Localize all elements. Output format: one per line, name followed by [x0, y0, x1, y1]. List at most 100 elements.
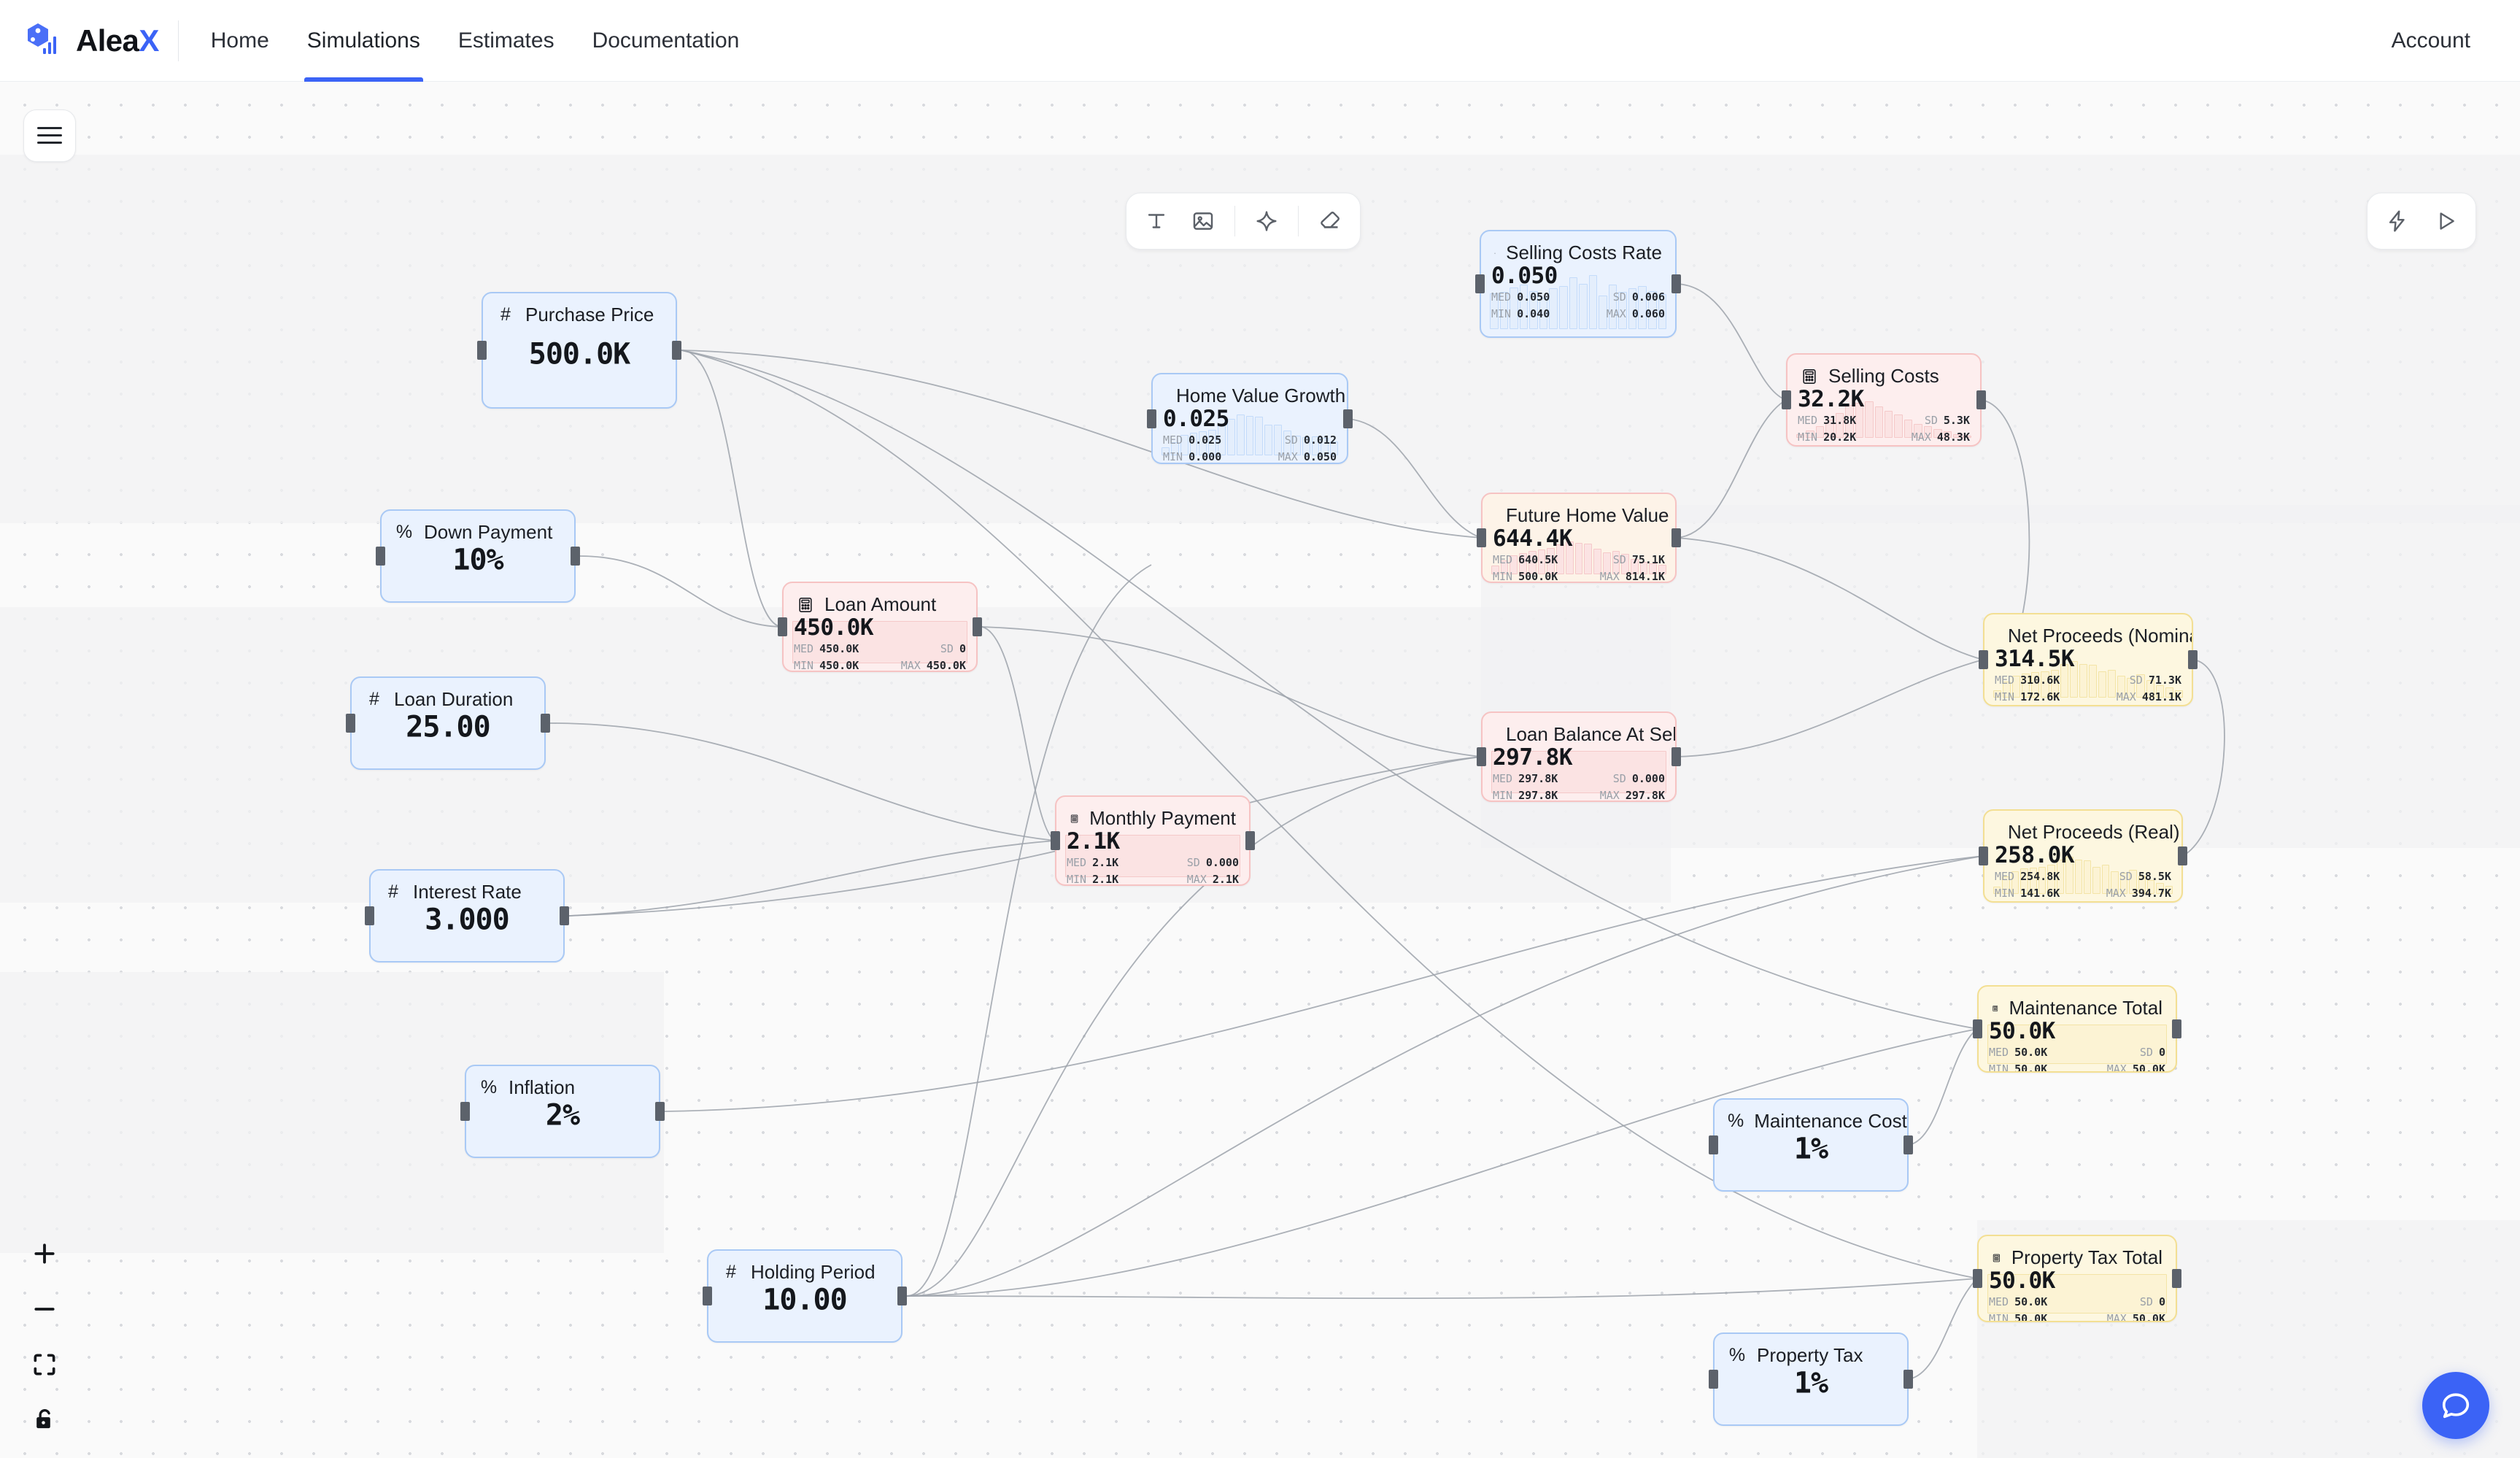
node-input-port[interactable]: [1979, 650, 1988, 669]
stat-sd-value: 0: [2158, 1045, 2165, 1059]
node-input-port[interactable]: [1973, 1019, 1982, 1038]
histogram-bar: [2002, 876, 2010, 894]
node-input-port[interactable]: [1477, 528, 1486, 547]
nav-item-documentation[interactable]: Documentation: [592, 28, 740, 53]
node-output-port[interactable]: [897, 1287, 907, 1305]
node-output-port[interactable]: [672, 341, 681, 360]
nav-item-estimates[interactable]: Estimates: [457, 28, 554, 53]
node-input-port[interactable]: [778, 617, 787, 636]
canvas-menu-button[interactable]: [23, 109, 76, 162]
histogram-bar: [2092, 866, 2100, 894]
zoom-in-button[interactable]: [26, 1235, 63, 1273]
nav-item-home[interactable]: Home: [210, 28, 269, 53]
node-output-port[interactable]: [973, 617, 982, 636]
node-input-port[interactable]: [477, 341, 487, 360]
node-title-label: Holding Period: [751, 1261, 876, 1283]
node-output-port[interactable]: [1976, 390, 1986, 409]
node-output-port[interactable]: [1245, 831, 1255, 850]
calculator-icon: [1993, 1005, 1998, 1011]
node-output-port[interactable]: [1903, 1370, 1913, 1389]
node-output-port[interactable]: [571, 547, 580, 566]
brand[interactable]: AleaX: [0, 20, 159, 61]
node-input-port[interactable]: [1709, 1135, 1718, 1154]
lock-toggle-button[interactable]: [26, 1401, 63, 1439]
node-input-port[interactable]: [703, 1287, 712, 1305]
node-input-port[interactable]: [1477, 747, 1486, 766]
node-output-port[interactable]: [1671, 274, 1681, 293]
node-input-port[interactable]: [460, 1102, 470, 1121]
node-output-port[interactable]: [1343, 409, 1353, 428]
node-output-port[interactable]: [541, 714, 550, 733]
stat-max-label: MAX: [1599, 788, 1620, 801]
lightning-icon: [2389, 210, 2405, 232]
stat-min-value: 50.0K: [2014, 1062, 2048, 1071]
calculator-icon: [799, 597, 812, 612]
stat-sd-label: SD: [1284, 433, 1298, 447]
node-output-port[interactable]: [1903, 1135, 1913, 1154]
node-input-port[interactable]: [1475, 274, 1485, 293]
zoom-controls: [20, 1235, 69, 1458]
quick-run-button[interactable]: [2376, 200, 2419, 242]
node-output-port[interactable]: [2188, 650, 2198, 669]
histogram-chart: [1987, 1025, 2167, 1064]
node-title: Loan Amount: [784, 583, 976, 616]
minus-icon: [34, 1308, 55, 1311]
node-input-port[interactable]: [1709, 1370, 1718, 1389]
chat-button[interactable]: [2422, 1372, 2489, 1439]
image-tool-button[interactable]: [1182, 200, 1224, 242]
run-button[interactable]: [2424, 200, 2467, 242]
node-title-label: Property Tax: [1757, 1344, 1863, 1366]
eraser-tool-button[interactable]: [1309, 200, 1351, 242]
zoom-out-button[interactable]: [26, 1290, 63, 1328]
ai-tool-button[interactable]: [1245, 200, 1288, 242]
node-input-port[interactable]: [365, 906, 374, 925]
node-output-port[interactable]: [560, 906, 569, 925]
text-tool-button[interactable]: [1135, 200, 1178, 242]
node-input-port[interactable]: [1973, 1269, 1982, 1288]
node-input-port[interactable]: [376, 547, 385, 566]
fit-view-button[interactable]: [26, 1346, 63, 1384]
node-title-label: Inflation: [509, 1076, 576, 1098]
node-output-port[interactable]: [2172, 1019, 2181, 1038]
node-input-port[interactable]: [1147, 409, 1156, 428]
node-input-port[interactable]: [1782, 390, 1791, 409]
node-output-port[interactable]: [1671, 528, 1681, 547]
stat-med-value: 0.025: [1189, 433, 1222, 447]
stat-med-label: MED: [1067, 855, 1087, 869]
account-link[interactable]: Account: [2391, 28, 2470, 53]
stat-med-label: MED: [1493, 771, 1513, 785]
node-output-port[interactable]: [655, 1102, 665, 1121]
main-nav: Home Simulations Estimates Documentation: [192, 0, 759, 82]
node-input-port[interactable]: [1051, 831, 1060, 850]
node-input-port[interactable]: [1979, 846, 1988, 865]
node-output-port[interactable]: [2172, 1269, 2181, 1288]
node-input-port[interactable]: [346, 714, 355, 733]
node-title: #Holding Period: [708, 1251, 901, 1284]
node-output-port[interactable]: [2178, 846, 2187, 865]
node-output-port[interactable]: [1671, 747, 1681, 766]
stat-min-value: 500.0K: [1518, 569, 1558, 582]
nav-item-simulations[interactable]: Simulations: [288, 0, 439, 82]
stat-max-value: 0.050: [1303, 450, 1337, 463]
